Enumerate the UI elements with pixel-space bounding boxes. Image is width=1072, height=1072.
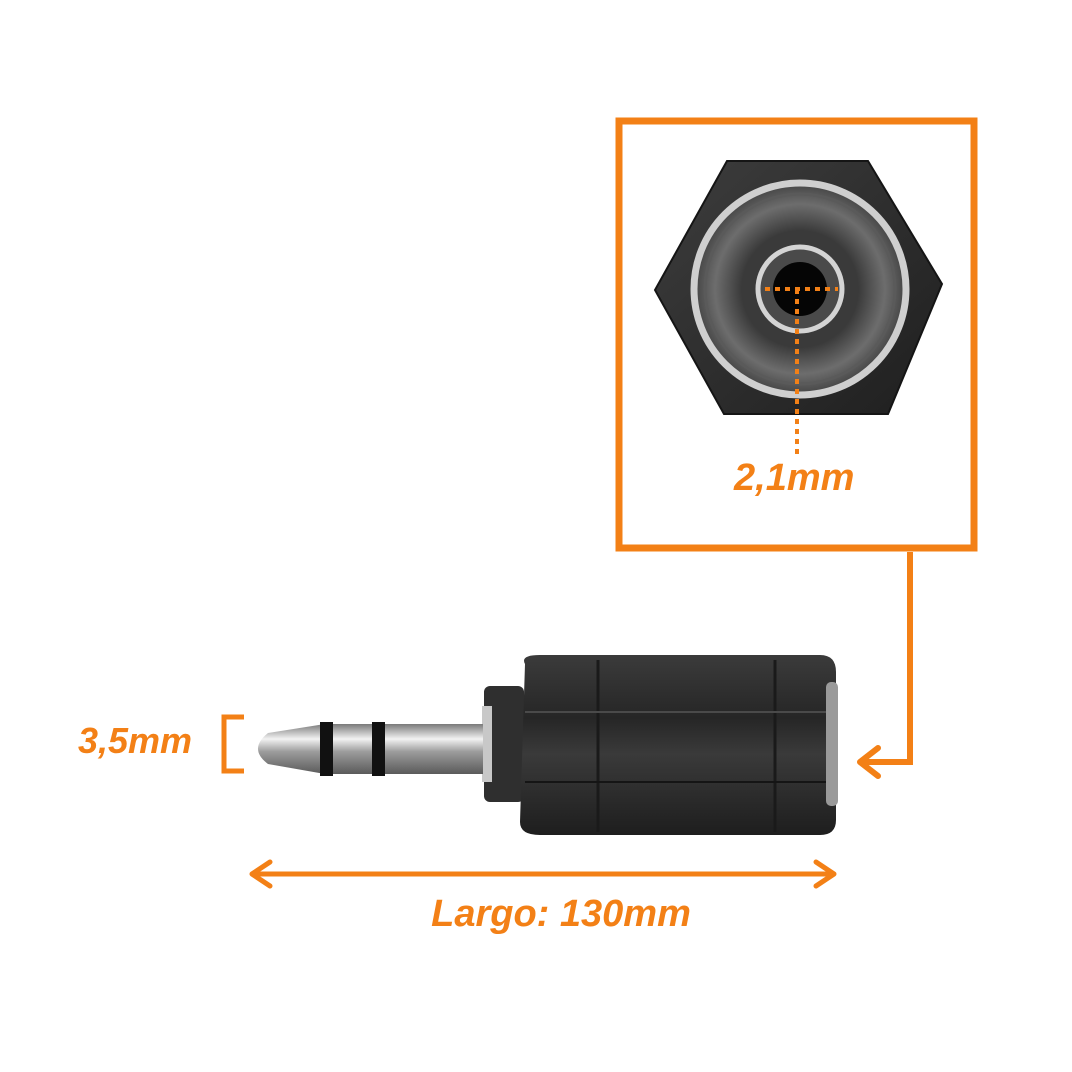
plug-collar (484, 686, 524, 802)
plug-diameter-bracket (221, 714, 244, 774)
length-arrowhead-right (813, 859, 837, 889)
plug-pin (258, 724, 483, 774)
plug-insulator-ring-1 (320, 722, 333, 776)
plug-diameter-label: 3,5mm (78, 720, 193, 761)
socket-ring (826, 682, 838, 806)
plug-insulator-ring-2 (372, 722, 385, 776)
adapter-housing (520, 655, 836, 835)
inset-connector-arrowhead (857, 745, 881, 779)
hole-diameter-label: 2,1mm (734, 457, 855, 499)
length-label: Largo: 130mm (431, 893, 691, 935)
length-arrowhead-left (249, 859, 273, 889)
inset-connector-line (862, 552, 913, 765)
